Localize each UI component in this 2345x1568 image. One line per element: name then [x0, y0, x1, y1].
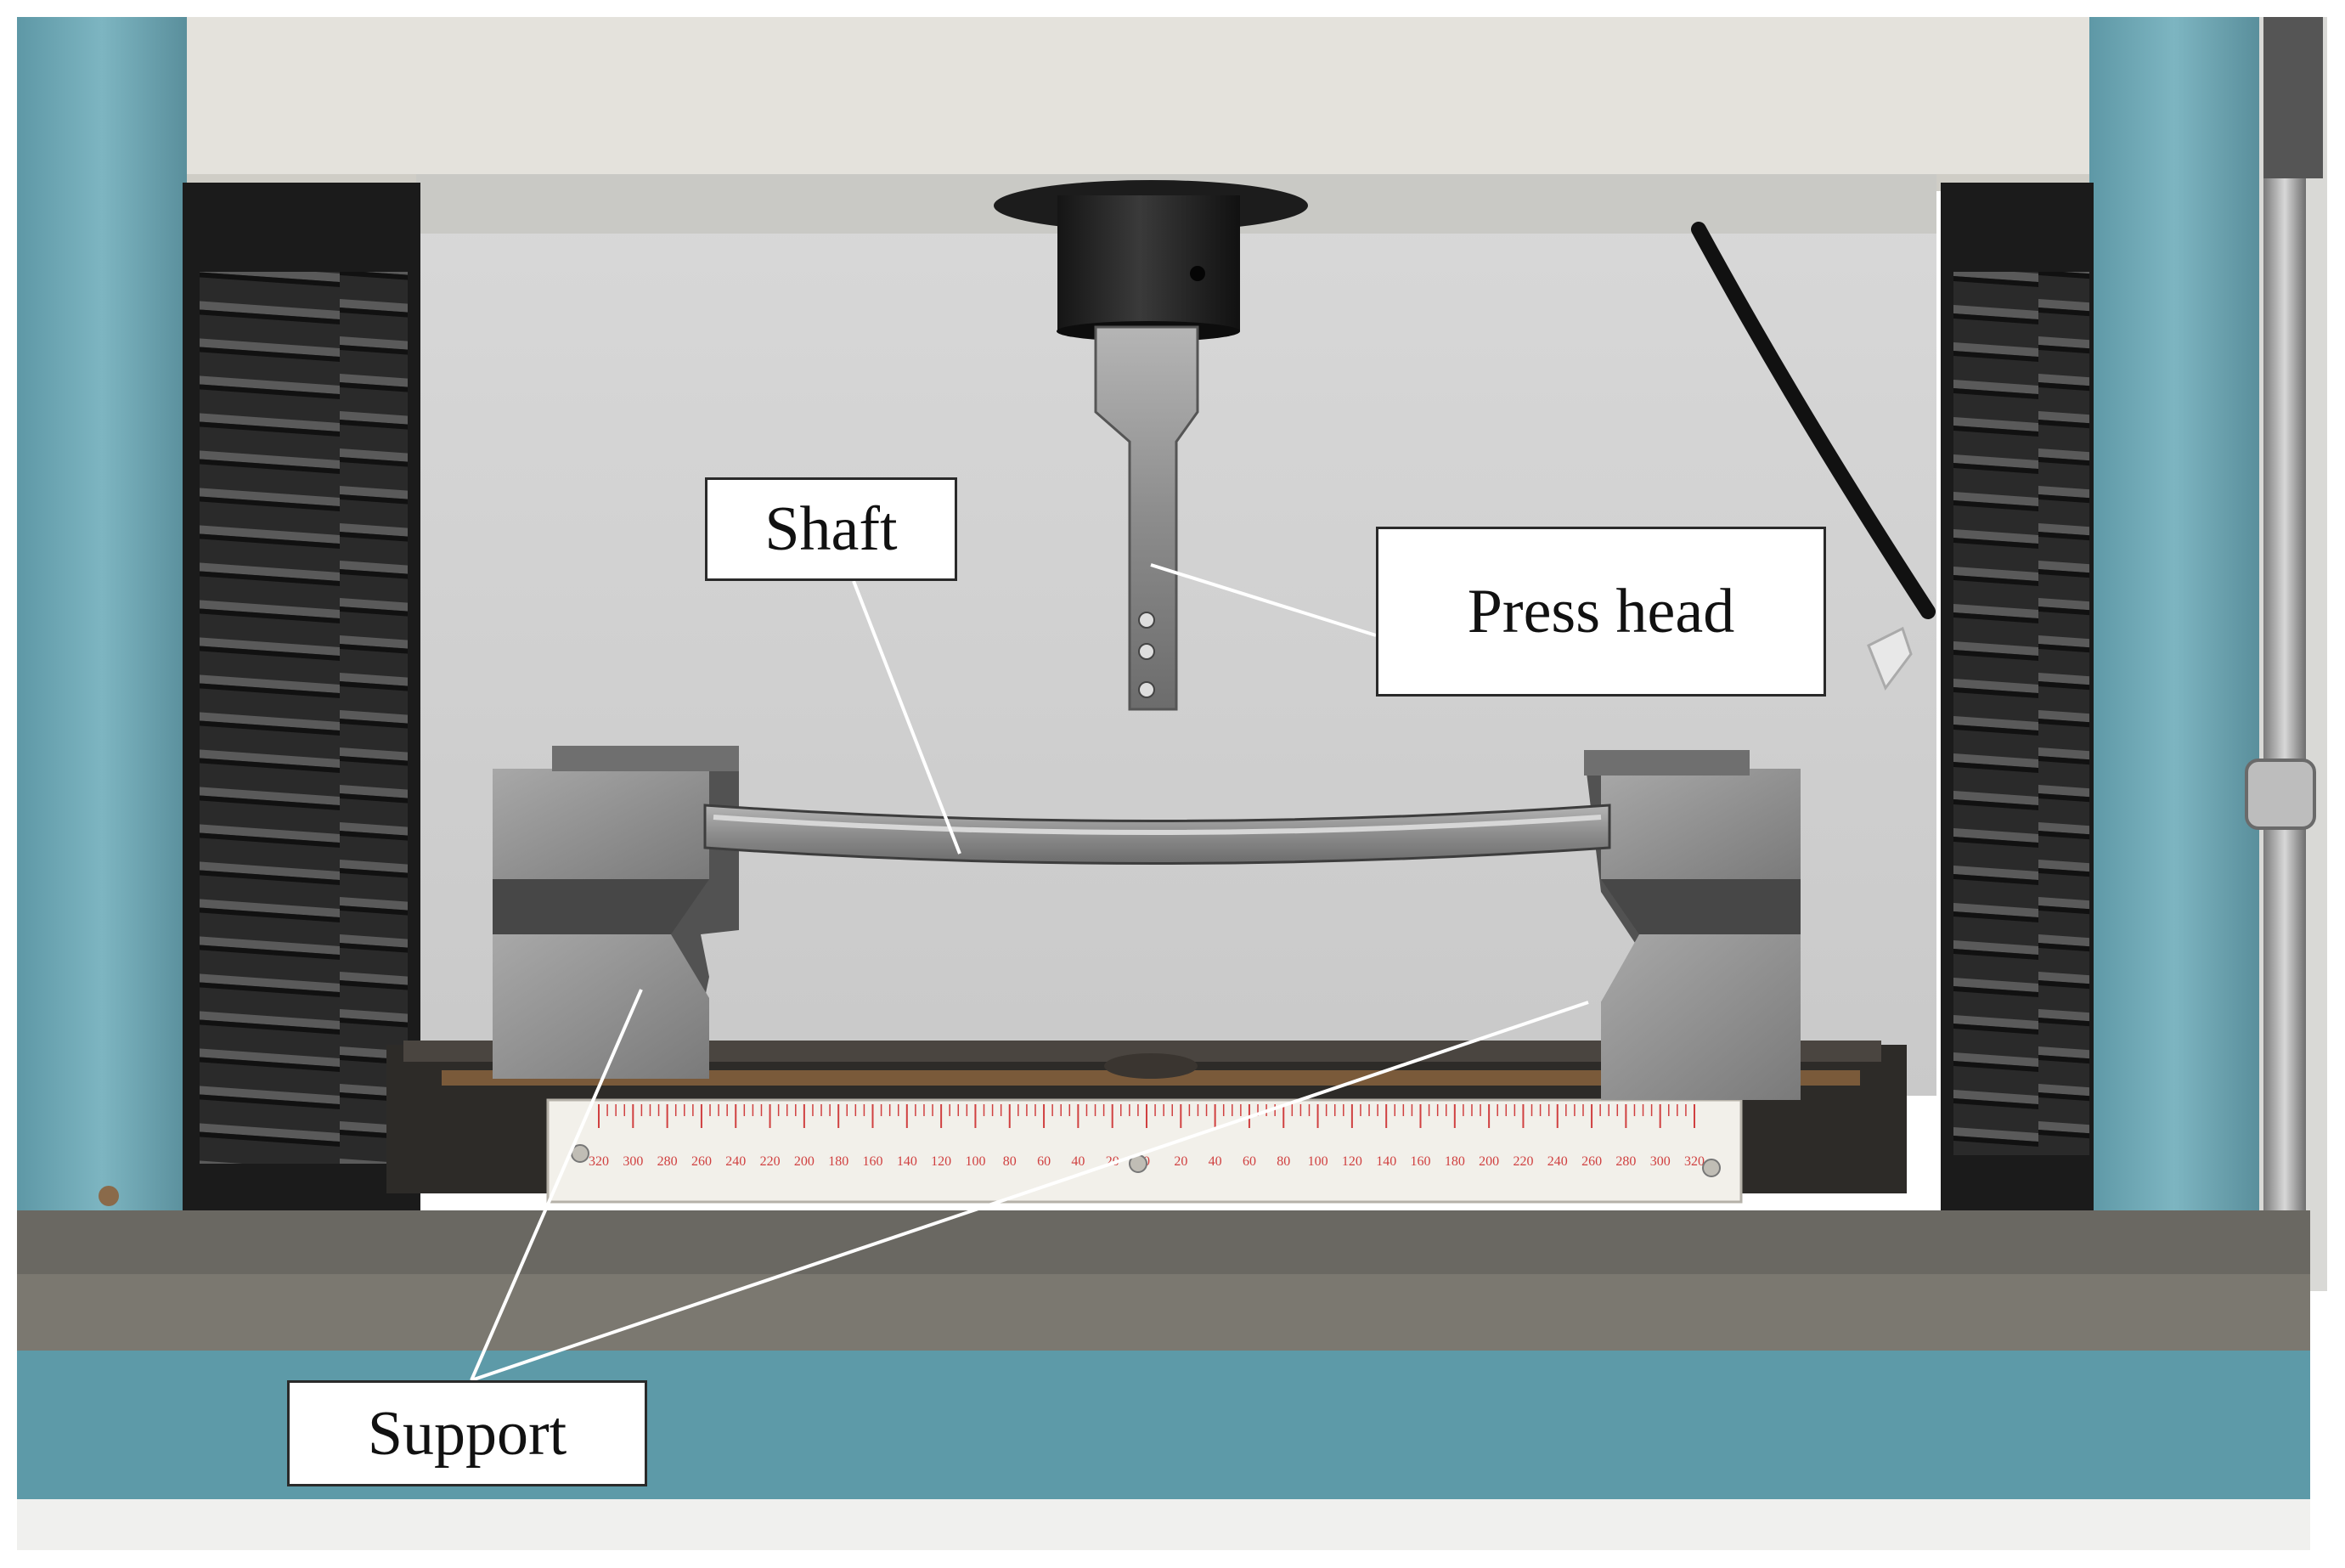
support-leader-line-right: [471, 1001, 1589, 1382]
press-head-label: Press head: [1376, 527, 1826, 697]
left-support-block: [493, 746, 739, 1079]
ruler-tick-label: 100: [965, 1154, 985, 1169]
ruler-tick-label: 180: [828, 1154, 848, 1169]
press-head-leader-line: [1150, 563, 1377, 637]
ruler-tick-label: 120: [931, 1154, 951, 1169]
right-bellows: [1953, 272, 2089, 1155]
ruler-tick-label: 260: [1581, 1154, 1602, 1169]
support-label: Support: [287, 1380, 647, 1486]
bed-center-hole: [1104, 1053, 1198, 1079]
left-bellows: [200, 272, 408, 1164]
guide-rod: [2263, 161, 2306, 1283]
ruler-tick-label: 260: [691, 1154, 712, 1169]
machine-top-housing: [17, 17, 2310, 187]
ruler-tick-label: 280: [1615, 1154, 1636, 1169]
ruler-tick-label: 160: [1411, 1154, 1431, 1169]
cable-tie: [1867, 626, 1913, 691]
ruler-tick-label: 300: [623, 1154, 643, 1169]
press-head-label-text: Press head: [1467, 577, 1735, 646]
ruler-tick-label: 200: [1479, 1154, 1499, 1169]
shaft-highlight: [713, 815, 1602, 835]
power-cable: [1691, 222, 1936, 619]
ruler-tick-label: 80: [1277, 1154, 1290, 1169]
ruler-tick-label: 40: [1071, 1154, 1085, 1169]
shaft-leader-line: [852, 580, 961, 855]
ruler-tick-label: 60: [1243, 1154, 1256, 1169]
ruler-tick-label: 220: [760, 1154, 781, 1169]
ruler-tick-label: 300: [1650, 1154, 1671, 1169]
ruler-tick-label: 80: [1003, 1154, 1017, 1169]
ruler-tick-label: 280: [657, 1154, 678, 1169]
guide-rod-clamp: [2245, 759, 2316, 830]
ruler-tick-label: 200: [794, 1154, 815, 1169]
ruler-tick-label: 60: [1037, 1154, 1051, 1169]
left-frame-screw: [99, 1186, 119, 1206]
ruler-tick-label: 320: [589, 1154, 609, 1169]
ruler-tick-label: 160: [863, 1154, 883, 1169]
ruler-scale: 320 300 280 260 240 220 200 180 160 140 120 100 80 60…: [589, 1104, 1705, 1169]
right-frame-pillar: [2089, 17, 2259, 1291]
shaft-label-text: Shaft: [764, 494, 898, 564]
ruler-tick-label: 320: [1684, 1154, 1705, 1169]
support-leader-line-left: [470, 989, 643, 1381]
press-head-screw-2: [1138, 643, 1155, 660]
ruler-tick-label: 240: [725, 1154, 746, 1169]
support-label-text: Support: [367, 1398, 567, 1469]
ruler-tick-label: 220: [1513, 1154, 1533, 1169]
ruler-tick-label: 180: [1445, 1154, 1465, 1169]
press-head-screw-3: [1138, 681, 1155, 698]
ruler-tick-label: 40: [1209, 1154, 1222, 1169]
ruler-tick-label: 240: [1547, 1154, 1568, 1169]
collar-bolt-hole: [1190, 266, 1205, 281]
shaft-label: Shaft: [705, 477, 957, 581]
bottom-white-strip: [17, 1499, 2310, 1550]
ruler-screw-right: [1702, 1159, 1721, 1177]
press-head-tip: [1094, 325, 1199, 711]
press-collar: [1057, 195, 1240, 331]
ruler-tick-label: 140: [897, 1154, 917, 1169]
press-head-screw-1: [1138, 612, 1155, 629]
left-frame-pillar: [17, 17, 187, 1291]
ruler-tick-label: 20: [1174, 1154, 1187, 1169]
ruler-tick-label: 100: [1308, 1154, 1328, 1169]
guide-rod-top: [2263, 17, 2323, 178]
right-support-block: [1584, 750, 1801, 1100]
ruler-tick-label: 120: [1342, 1154, 1362, 1169]
ruler-tick-label: 140: [1376, 1154, 1396, 1169]
